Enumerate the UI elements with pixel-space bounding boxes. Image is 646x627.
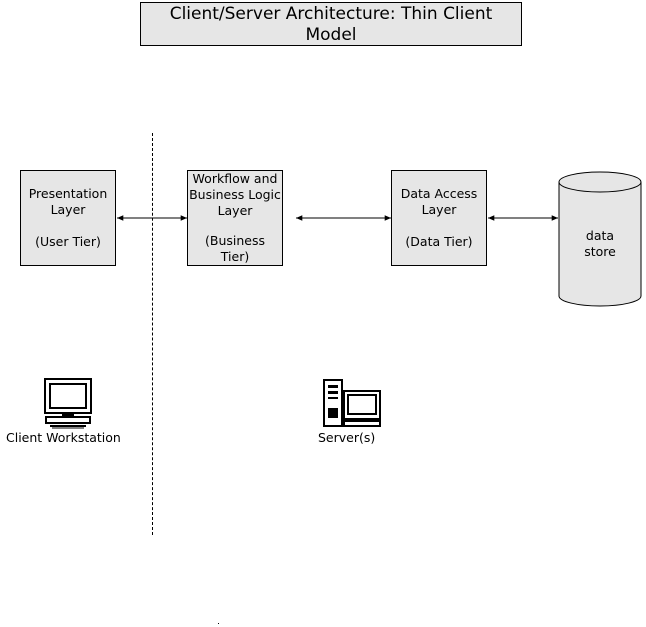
workflow-line-2: Business Logic bbox=[189, 187, 281, 202]
data-store-label: data store bbox=[558, 228, 642, 260]
stray-dot bbox=[218, 623, 219, 624]
data-access-tier: (Data Tier) bbox=[405, 234, 473, 249]
data-store-line-2: store bbox=[584, 244, 616, 259]
title-line-1: Client/Server Architecture: Thin Client bbox=[169, 4, 493, 24]
data-store-line-1: data bbox=[585, 228, 615, 243]
workflow-layer-box: Workflow and Business Logic Layer (Busin… bbox=[187, 170, 283, 266]
diagram-title: Client/Server Architecture: Thin Client … bbox=[140, 2, 522, 46]
presentation-line-1: Presentation bbox=[28, 186, 108, 201]
server-label: Server(s) bbox=[318, 430, 376, 445]
data-access-line-1: Data Access bbox=[400, 186, 478, 201]
workflow-tier-line-1: (Business bbox=[205, 233, 265, 248]
presentation-line-2: Layer bbox=[50, 202, 86, 217]
presentation-layer-box: Presentation Layer (User Tier) bbox=[20, 170, 116, 266]
tier-divider bbox=[152, 133, 153, 535]
data-access-layer-box: Data Access Layer (Data Tier) bbox=[391, 170, 487, 266]
server-tower-icon bbox=[323, 379, 381, 427]
data-access-line-2: Layer bbox=[421, 202, 457, 217]
workflow-tier-line-2: Tier) bbox=[220, 249, 250, 264]
desktop-computer-icon bbox=[44, 378, 92, 429]
title-line-2: Model bbox=[305, 25, 357, 45]
workflow-line-3: Layer bbox=[217, 203, 253, 218]
workflow-line-1: Workflow and bbox=[192, 171, 278, 186]
presentation-tier: (User Tier) bbox=[35, 234, 101, 249]
client-workstation-label: Client Workstation bbox=[6, 430, 121, 445]
